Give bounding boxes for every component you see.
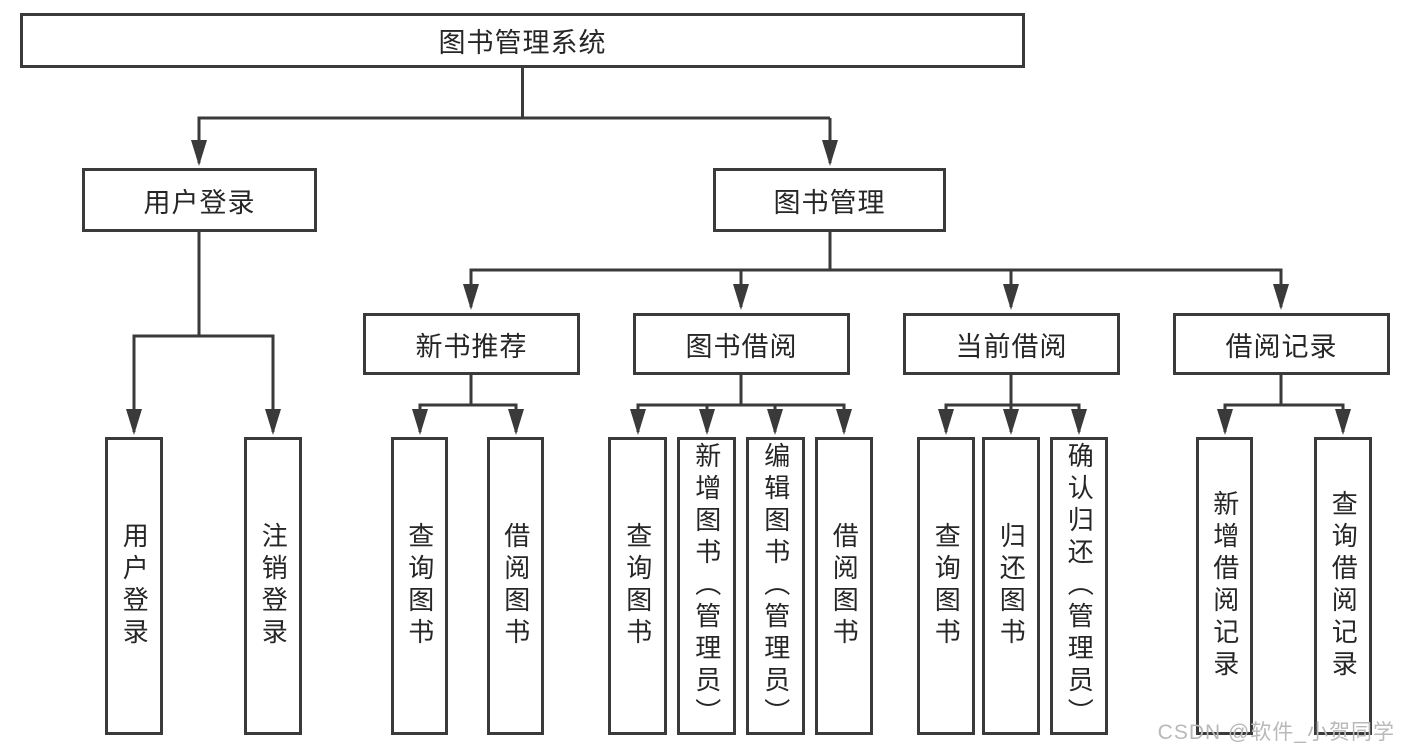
leaf-label: 新增图书（管理员） (691, 442, 722, 730)
leaf-query-books: 查询图书 (917, 437, 975, 735)
node-borrowing-records: 借阅记录 (1173, 313, 1390, 375)
node-library-management-system: 图书管理系统 (20, 13, 1025, 68)
leaf-return-books: 归还图书 (982, 437, 1040, 735)
leaf-edit-book-admin: 编辑图书（管理员） (746, 437, 805, 735)
leaf-label: 注销登录 (258, 522, 289, 650)
node-book-management: 图书管理 (713, 168, 946, 232)
node-current-borrowing: 当前借阅 (903, 313, 1120, 375)
leaf-label: 查询图书 (622, 522, 653, 650)
leaf-label: 确认归还（管理员） (1064, 442, 1095, 730)
leaf-borrow-books: 借阅图书 (487, 437, 544, 735)
leaf-label: 新增借阅记录 (1209, 490, 1240, 682)
leaf-add-borrow-record: 新增借阅记录 (1196, 437, 1253, 735)
leaf-query-books: 查询图书 (391, 437, 448, 735)
leaf-add-book-admin: 新增图书（管理员） (677, 437, 736, 735)
leaf-query-books: 查询图书 (608, 437, 667, 735)
leaf-confirm-return-admin: 确认归还（管理员） (1050, 437, 1108, 735)
leaf-label: 查询图书 (931, 522, 962, 650)
leaf-borrow-books: 借阅图书 (815, 437, 873, 735)
leaf-label: 用户登录 (119, 522, 150, 650)
leaf-label: 查询借阅记录 (1328, 490, 1359, 682)
leaf-label: 归还图书 (996, 522, 1027, 650)
node-book-borrowing: 图书借阅 (633, 313, 850, 375)
csdn-watermark: CSDN @软件_小贺同学 (1157, 721, 1395, 744)
leaf-label: 借阅图书 (500, 522, 531, 650)
leaf-query-borrow-record: 查询借阅记录 (1314, 437, 1372, 735)
leaf-user-login: 用户登录 (105, 437, 163, 735)
leaf-label: 查询图书 (404, 522, 435, 650)
node-new-book-recommendation: 新书推荐 (363, 313, 580, 375)
leaf-label: 编辑图书（管理员） (760, 442, 791, 730)
leaf-label: 借阅图书 (829, 522, 860, 650)
node-user-login: 用户登录 (82, 168, 317, 232)
leaf-logout: 注销登录 (244, 437, 302, 735)
